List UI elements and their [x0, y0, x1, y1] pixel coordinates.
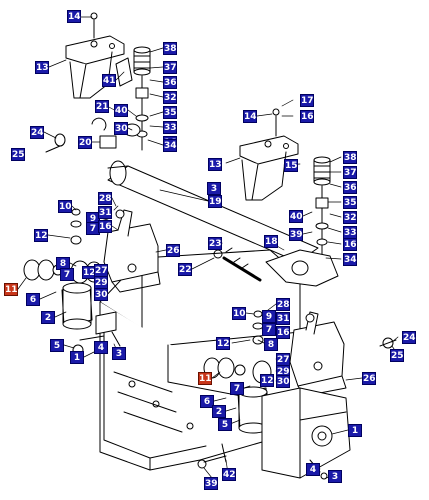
callout-part-3-top[interactable]: 3	[207, 182, 221, 195]
callout-part-27-left[interactable]: 27	[94, 264, 108, 277]
lever-left	[70, 208, 161, 293]
callout-part-16-top-right[interactable]: 16	[300, 110, 314, 123]
callout-part-5-left[interactable]: 5	[50, 339, 64, 352]
callout-part-30-right[interactable]: 30	[276, 375, 290, 388]
callout-part-36-right[interactable]: 36	[343, 181, 357, 194]
callout-part-10-left[interactable]: 10	[58, 200, 72, 213]
callout-part-17[interactable]: 17	[300, 94, 314, 107]
callout-part-32-right[interactable]: 32	[343, 211, 357, 224]
callout-part-37-right[interactable]: 37	[343, 166, 357, 179]
callout-part-36[interactable]: 36	[163, 76, 177, 89]
callout-part-38-right[interactable]: 38	[343, 151, 357, 164]
lever-right	[252, 310, 397, 397]
callout-part-11-highlighted-right[interactable]: 11	[198, 372, 212, 385]
callout-part-18[interactable]: 18	[264, 235, 278, 248]
callout-part-34[interactable]: 34	[163, 139, 177, 152]
callout-part-25[interactable]: 25	[11, 148, 25, 161]
callout-part-42[interactable]: 42	[222, 468, 236, 481]
callout-part-16-right-lower[interactable]: 16	[276, 326, 290, 339]
bracket-top-left	[65, 12, 125, 99]
callout-part-14[interactable]: 14	[67, 10, 81, 23]
callout-part-23[interactable]: 23	[208, 237, 222, 250]
callout-part-41[interactable]: 41	[102, 74, 116, 87]
callout-part-9-right[interactable]: 9	[262, 310, 276, 323]
callout-part-13-right[interactable]: 13	[208, 158, 222, 171]
callout-part-39-right[interactable]: 39	[289, 228, 303, 241]
callout-part-31-left[interactable]: 31	[98, 206, 112, 219]
callout-part-16-left[interactable]: 16	[98, 220, 112, 233]
callout-part-32[interactable]: 32	[163, 91, 177, 104]
callout-part-12-right-lower[interactable]: 12	[260, 374, 274, 387]
callout-part-28-left[interactable]: 28	[98, 192, 112, 205]
callout-part-6-left[interactable]: 6	[26, 293, 40, 306]
callout-part-33[interactable]: 33	[163, 121, 177, 134]
callout-part-15[interactable]: 15	[284, 159, 298, 172]
callout-part-35[interactable]: 35	[163, 106, 177, 119]
callout-part-21[interactable]: 21	[95, 100, 109, 113]
callout-part-6-right[interactable]: 6	[200, 395, 214, 408]
callout-part-5-right[interactable]: 5	[218, 418, 232, 431]
callout-part-39-bottom[interactable]: 39	[204, 477, 218, 490]
callout-part-26-right[interactable]: 26	[362, 372, 376, 385]
callout-part-2-right[interactable]: 2	[212, 405, 226, 418]
callout-part-13[interactable]: 13	[35, 61, 49, 74]
callout-part-14-right[interactable]: 14	[243, 110, 257, 123]
callout-part-38[interactable]: 38	[163, 42, 177, 55]
callout-part-11-highlighted-left[interactable]: 11	[4, 283, 18, 296]
callout-part-24[interactable]: 24	[30, 126, 44, 139]
callout-part-7-right-lower[interactable]: 7	[230, 382, 244, 395]
callout-part-4-left[interactable]: 4	[94, 341, 108, 354]
callout-part-35-right[interactable]: 35	[343, 196, 357, 209]
callout-part-30-upper-left[interactable]: 30	[114, 122, 128, 135]
callout-part-26-left[interactable]: 26	[166, 244, 180, 257]
callout-part-34-right[interactable]: 34	[343, 253, 357, 266]
callout-part-19[interactable]: 19	[208, 195, 222, 208]
callout-part-22[interactable]: 22	[178, 263, 192, 276]
callout-part-1-right[interactable]: 1	[348, 424, 362, 437]
callout-part-16-right[interactable]: 16	[343, 238, 357, 251]
callout-part-31-right[interactable]: 31	[276, 312, 290, 325]
callout-part-12-right[interactable]: 12	[216, 337, 230, 350]
callout-part-28-right[interactable]: 28	[276, 298, 290, 311]
callout-part-20[interactable]: 20	[78, 136, 92, 149]
callout-part-8-right[interactable]: 8	[264, 338, 278, 351]
callout-part-3-bottom[interactable]: 3	[328, 470, 342, 483]
callout-part-7-right[interactable]: 7	[262, 323, 276, 336]
callout-part-2-left[interactable]: 2	[41, 311, 55, 324]
callout-part-40[interactable]: 40	[114, 104, 128, 117]
spring-stack-right	[313, 156, 331, 259]
callout-part-12-left[interactable]: 12	[34, 229, 48, 242]
callout-part-3-left[interactable]: 3	[112, 347, 126, 360]
callout-part-25-right[interactable]: 25	[390, 349, 404, 362]
link-arm-right	[213, 247, 339, 287]
callout-part-30-left[interactable]: 30	[94, 288, 108, 301]
callout-part-10-right[interactable]: 10	[232, 307, 246, 320]
callout-part-24-right[interactable]: 24	[402, 331, 416, 344]
callout-part-7-left-lower[interactable]: 7	[60, 268, 74, 281]
callout-part-40-right[interactable]: 40	[289, 210, 303, 223]
callout-part-33-right[interactable]: 33	[343, 226, 357, 239]
callout-part-37[interactable]: 37	[163, 61, 177, 74]
callout-part-1-left[interactable]: 1	[70, 351, 84, 364]
callout-part-4-right[interactable]: 4	[306, 463, 320, 476]
bracket-top-right	[239, 108, 299, 201]
